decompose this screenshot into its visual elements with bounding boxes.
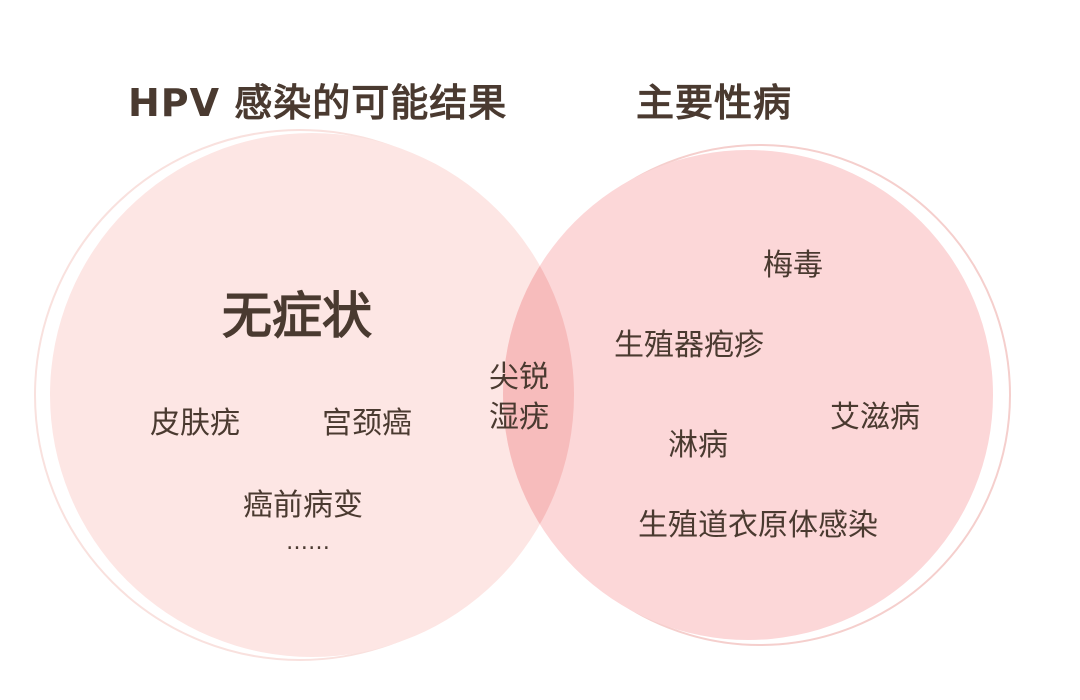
left-item-cervical-cancer: 宫颈癌 [322,406,412,441]
left-main-label: 无症状 [222,287,372,345]
left-item-ellipsis: …… [286,530,330,555]
right-item-syphilis: 梅毒 [763,248,823,283]
right-item-gonorrhea: 淋病 [668,428,728,463]
right-title: 主要性病 [636,81,793,125]
right-circle [503,150,993,640]
overlap-label: 尖锐 湿疣 [474,358,564,438]
right-item-aids: 艾滋病 [830,400,920,435]
left-item-skin-wart: 皮肤疣 [150,406,240,441]
overlap-label-line2: 湿疣 [489,400,549,435]
right-item-chlamydia: 生殖道衣原体感染 [638,508,878,543]
right-item-genital-herpes: 生殖器疱疹 [614,328,764,363]
left-circle [50,133,574,657]
left-item-precancer: 癌前病变 [243,488,363,523]
overlap-label-line1: 尖锐 [489,360,549,395]
left-title: HPV 感染的可能结果 [128,81,508,125]
